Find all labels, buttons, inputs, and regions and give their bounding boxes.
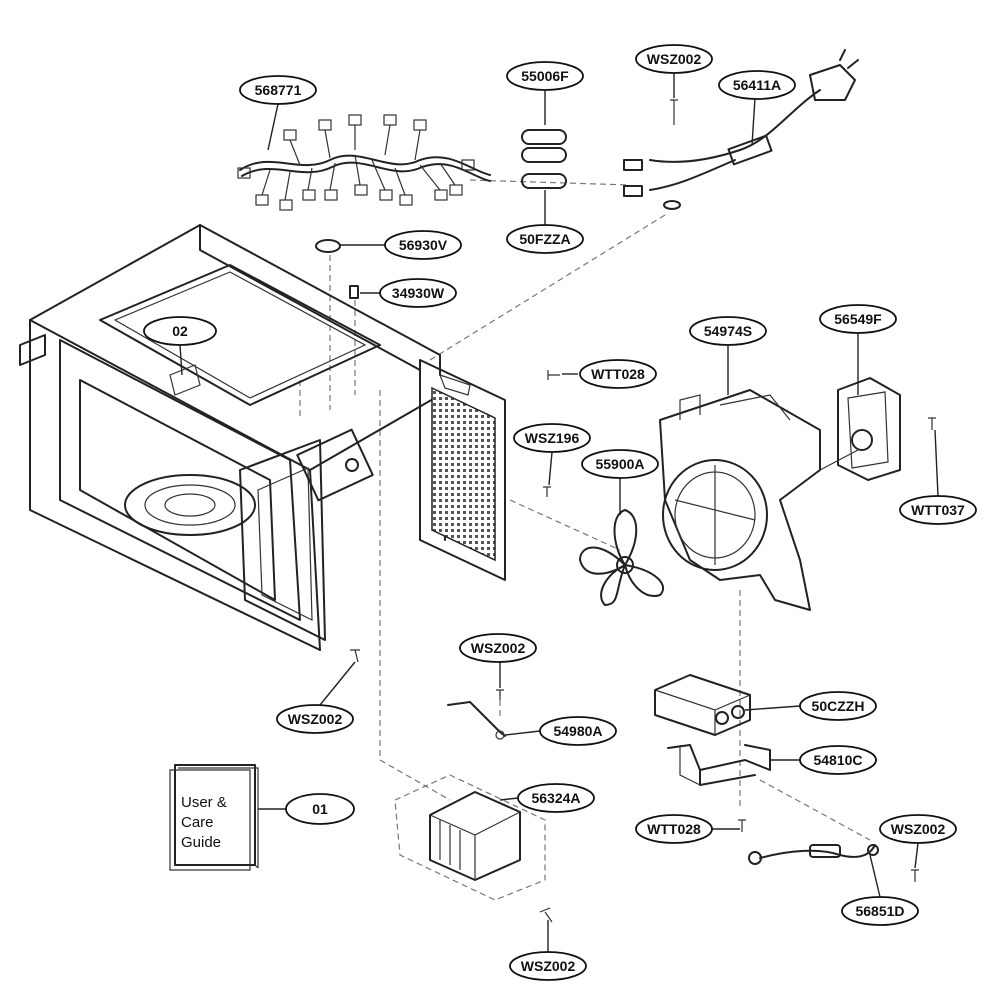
callout-56930V: 56930V: [384, 230, 462, 260]
callout-WSZ196: WSZ196: [513, 423, 591, 453]
oven-cavity: [19, 224, 446, 651]
magnetron: [394, 774, 546, 901]
callout-WTT028-top: WTT028: [579, 359, 657, 389]
leader-lines: [179, 73, 939, 952]
guide-line-1: User &: [181, 794, 227, 811]
capacitor: [654, 674, 751, 736]
callout-55900A: 55900A: [581, 449, 659, 479]
svg-text:56851D: 56851D: [855, 903, 904, 919]
svg-text:54810C: 54810C: [813, 752, 862, 768]
callout-WSZ002-top: WSZ002: [635, 44, 713, 74]
callout-568771: 568771: [239, 75, 317, 105]
fan-bracket: [659, 389, 821, 611]
svg-text:WTT028: WTT028: [591, 366, 645, 382]
callout-WSZ002-mid: WSZ002: [459, 633, 537, 663]
wire-harness: [237, 114, 491, 211]
callout-34930W: 34930W: [379, 278, 457, 308]
svg-text:55900A: 55900A: [595, 456, 644, 472]
callout-WTT028-bottom: WTT028: [635, 814, 713, 844]
callout-WSZ002-right: WSZ002: [879, 814, 957, 844]
user-care-guide: User & Care Guide: [169, 764, 259, 871]
diode: [748, 844, 919, 882]
svg-text:54974S: 54974S: [704, 323, 752, 339]
callout-56851D: 56851D: [841, 896, 919, 926]
callout-WSZ002-bottom: WSZ002: [509, 951, 587, 981]
assembly-guide-lines: [299, 179, 871, 841]
svg-text:56549F: 56549F: [834, 311, 882, 327]
capacitor-bracket: [667, 744, 771, 786]
callout-01: 01: [285, 793, 355, 825]
svg-text:WSZ002: WSZ002: [288, 711, 343, 727]
svg-text:34930W: 34930W: [392, 285, 445, 301]
svg-text:01: 01: [312, 801, 328, 817]
svg-text:WSZ002: WSZ002: [891, 821, 946, 837]
thermostats: [315, 239, 359, 299]
fan-blade: [579, 509, 665, 606]
callout-02: 02: [143, 316, 217, 346]
fuses: [521, 129, 567, 189]
svg-text:56324A: 56324A: [531, 790, 580, 806]
power-cord: [623, 49, 859, 210]
svg-text:WTT037: WTT037: [911, 502, 965, 518]
guide-line-3: Guide: [181, 834, 221, 851]
svg-text:54980A: 54980A: [553, 723, 602, 739]
fan-motor: [819, 377, 936, 481]
svg-text:02: 02: [172, 323, 188, 339]
svg-text:WSZ002: WSZ002: [521, 958, 576, 974]
callout-WSZ002-left: WSZ002: [276, 704, 354, 734]
callout-56411A: 56411A: [718, 70, 796, 100]
misc-parts: [350, 370, 746, 923]
callout-50FZZA: 50FZZA: [506, 224, 584, 254]
callout-54974S: 54974S: [689, 316, 767, 346]
callout-50CZZH: 50CZZH: [799, 691, 877, 721]
callout-54980A: 54980A: [539, 716, 617, 746]
svg-text:WTT028: WTT028: [647, 821, 701, 837]
svg-text:56411A: 56411A: [733, 77, 781, 93]
svg-text:WSZ002: WSZ002: [647, 51, 702, 67]
svg-text:568771: 568771: [255, 82, 302, 98]
callout-56549F: 56549F: [819, 304, 897, 334]
svg-text:55006F: 55006F: [521, 68, 569, 84]
svg-text:50FZZA: 50FZZA: [519, 231, 570, 247]
callout-55006F: 55006F: [506, 61, 584, 91]
guide-line-2: Care: [181, 814, 214, 831]
svg-text:WSZ002: WSZ002: [471, 640, 526, 656]
callout-54810C: 54810C: [799, 745, 877, 775]
callout-WTT037: WTT037: [899, 495, 977, 525]
svg-text:50CZZH: 50CZZH: [812, 698, 865, 714]
svg-text:WSZ196: WSZ196: [525, 430, 580, 446]
svg-text:56930V: 56930V: [399, 237, 448, 253]
callout-56324A: 56324A: [517, 783, 595, 813]
rear-vent-panel: [419, 359, 506, 581]
callouts: 568771 55006F WSZ002 56411A 50FZZA 56930…: [143, 44, 977, 981]
